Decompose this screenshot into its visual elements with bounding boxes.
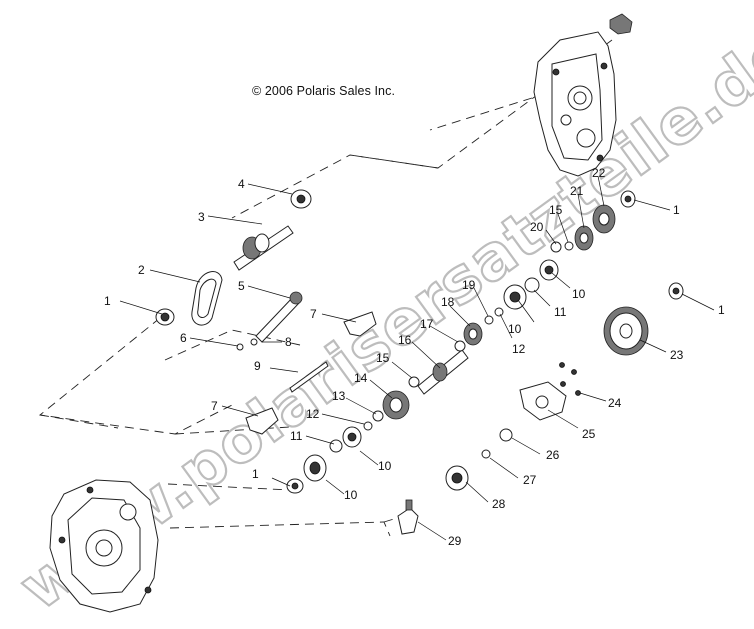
part-12-ring xyxy=(363,421,373,431)
callout-20: 20 xyxy=(530,220,544,234)
part-5-shift-shaft xyxy=(255,291,303,343)
part-1-bearing-bottom xyxy=(286,478,304,494)
part-17-ring xyxy=(454,340,466,352)
part-29-sensor xyxy=(397,499,419,535)
leader-lines xyxy=(119,175,715,541)
callout-27: 27 xyxy=(523,473,537,487)
part-8-ring xyxy=(250,338,258,346)
callout-2: 2 xyxy=(138,263,145,277)
part-11-snap-ring xyxy=(329,439,343,453)
assembly-guide-lines xyxy=(38,39,613,537)
callout-6: 6 xyxy=(180,331,187,345)
part-1-bearing-right xyxy=(668,282,684,300)
part-10-bearing-d xyxy=(303,454,327,482)
callout-13: 13 xyxy=(332,389,346,403)
callout-12-a: 12 xyxy=(512,342,526,356)
callout-10-c: 10 xyxy=(378,459,392,473)
part-25-flange xyxy=(519,381,567,421)
callout-5: 5 xyxy=(238,279,245,293)
callout-9: 9 xyxy=(254,359,261,373)
callout-14: 14 xyxy=(354,371,368,385)
callout-15-a: 15 xyxy=(376,351,390,365)
callout-10-a: 10 xyxy=(572,287,586,301)
part-4-bearing xyxy=(290,189,312,209)
part-26-ring xyxy=(499,428,513,442)
part-6-ring xyxy=(236,343,244,351)
callout-4: 4 xyxy=(238,177,245,191)
part-16-output-shaft xyxy=(417,349,469,395)
callout-1-bottom: 1 xyxy=(252,467,259,481)
callout-25: 25 xyxy=(582,427,596,441)
part-20-ring xyxy=(550,241,562,253)
part-19-ring xyxy=(484,315,494,325)
callout-21: 21 xyxy=(570,184,584,198)
callout-3: 3 xyxy=(198,210,205,224)
part-10-bearing-c xyxy=(342,426,362,448)
callout-16: 16 xyxy=(398,333,412,347)
part-7-shift-fork-lower xyxy=(245,407,279,435)
part-22-gear xyxy=(592,204,616,234)
callout-10-b: 10 xyxy=(508,322,522,336)
part-21-gear xyxy=(574,225,594,251)
part-28-bearing xyxy=(445,465,469,491)
part-2-chain xyxy=(191,271,223,326)
callout-10-d: 10 xyxy=(344,488,358,502)
part-7-shift-fork-upper xyxy=(343,311,377,337)
callout-28: 28 xyxy=(492,497,506,511)
callout-labels: 1 1 1 1 2 3 4 5 6 7 7 8 9 10 10 10 10 11… xyxy=(104,166,725,548)
callout-1-right: 1 xyxy=(718,303,725,317)
callout-23: 23 xyxy=(670,348,684,362)
part-1-bearing-top xyxy=(620,190,636,208)
part-12-ring-upper xyxy=(494,307,504,317)
part-27-ring xyxy=(481,449,491,459)
callout-24: 24 xyxy=(608,396,622,410)
callout-15-b: 15 xyxy=(549,203,563,217)
callout-29: 29 xyxy=(448,534,462,548)
copyright-notice: © 2006 Polaris Sales Inc. xyxy=(252,84,396,98)
part-15-washer xyxy=(408,376,420,388)
callout-19: 19 xyxy=(462,278,476,292)
callout-17: 17 xyxy=(420,317,434,331)
part-14-gear xyxy=(382,390,410,420)
callout-7-upper: 7 xyxy=(310,307,317,321)
part-24-bolts xyxy=(559,362,581,396)
part-10-bearing-b xyxy=(503,284,527,310)
callout-8: 8 xyxy=(285,335,292,349)
callout-7-lower: 7 xyxy=(211,399,218,413)
callout-26: 26 xyxy=(546,448,560,462)
callout-1-left: 1 xyxy=(104,294,111,308)
part-13-washer xyxy=(372,410,384,422)
callout-1-top: 1 xyxy=(673,203,680,217)
part-10-bearing-a xyxy=(539,259,559,281)
part-23-large-gear xyxy=(603,306,649,356)
upper-case-half xyxy=(533,13,633,177)
part-3-input-shaft xyxy=(233,225,294,271)
parts xyxy=(155,189,684,535)
callout-12-b: 12 xyxy=(306,407,320,421)
callout-11-b: 11 xyxy=(290,429,303,443)
part-9-rod xyxy=(289,361,329,393)
callout-22: 22 xyxy=(592,166,606,180)
callout-18: 18 xyxy=(441,295,455,309)
lower-case-half xyxy=(49,479,159,613)
part-18-gear xyxy=(463,322,483,346)
part-1-bearing-left xyxy=(155,308,175,326)
part-11-snap-ring-upper xyxy=(524,277,540,293)
callout-11-a: 11 xyxy=(554,305,567,319)
part-15-washer-upper xyxy=(564,241,574,251)
